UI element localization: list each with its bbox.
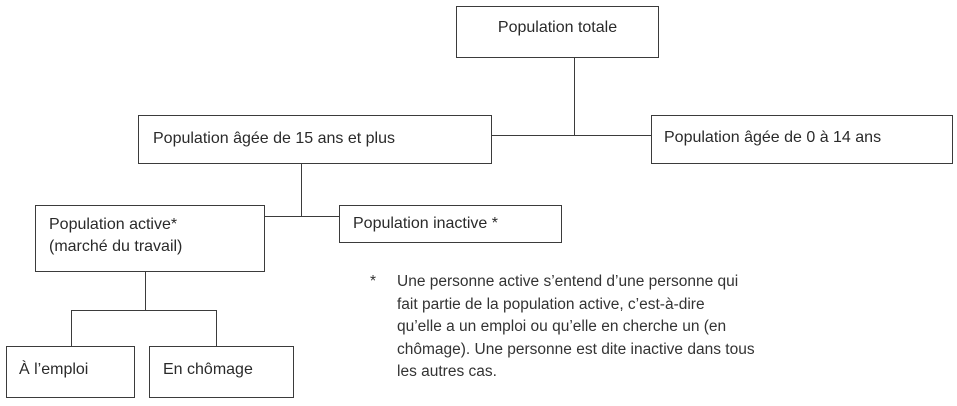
node-population-active: Population active* (marché du travail) bbox=[35, 205, 265, 272]
connector-total-down bbox=[574, 58, 575, 135]
connector-active-inactive bbox=[265, 216, 339, 217]
node-label: À l’emploi bbox=[19, 361, 89, 378]
node-population-inactive: Population inactive * bbox=[339, 205, 562, 243]
node-a-l-emploi: À l’emploi bbox=[6, 346, 135, 398]
node-population-totale: Population totale bbox=[456, 6, 659, 58]
connector-15plus-0to14 bbox=[492, 135, 651, 136]
node-label: Population totale bbox=[497, 19, 618, 36]
connector-active-down bbox=[145, 272, 146, 310]
node-label-line2: (marché du travail) bbox=[49, 238, 183, 255]
connector-15plus-down bbox=[301, 164, 302, 216]
connector-to-chomage bbox=[216, 310, 217, 346]
connector-split-bar bbox=[71, 310, 217, 311]
node-label: Population inactive * bbox=[353, 215, 498, 232]
node-population-0-14: Population âgée de 0 à 14 ans bbox=[651, 115, 953, 164]
node-label-line1: Population active* bbox=[49, 216, 178, 233]
node-label: Population âgée de 0 à 14 ans bbox=[664, 129, 882, 146]
node-label: En chômage bbox=[163, 361, 253, 378]
footnote-marker: * bbox=[370, 273, 377, 290]
footnote-text: Une personne active s’entend d’une perso… bbox=[397, 273, 755, 380]
node-label: Population âgée de 15 ans et plus bbox=[153, 130, 395, 147]
connector-to-emploi bbox=[71, 310, 72, 346]
node-population-15-plus: Population âgée de 15 ans et plus bbox=[138, 115, 492, 164]
node-en-chomage: En chômage bbox=[149, 346, 294, 398]
